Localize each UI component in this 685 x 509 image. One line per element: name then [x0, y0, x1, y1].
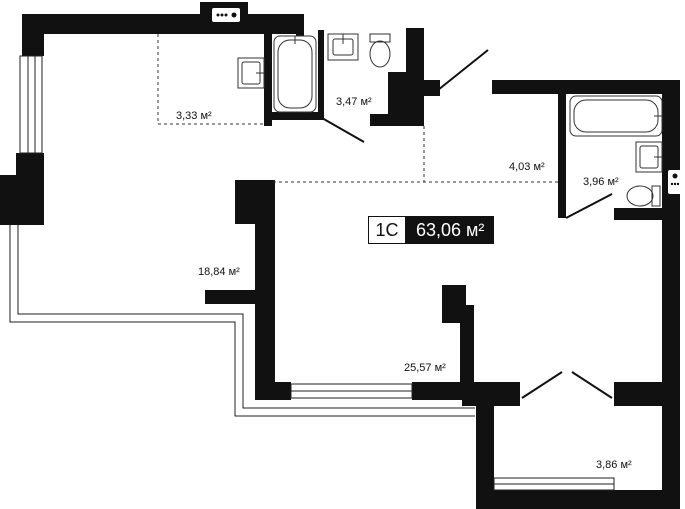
electrical-panel-icon: [212, 8, 240, 22]
total-area: 63,06 м²: [406, 216, 495, 244]
apartment-badge: 1C 63,06 м²: [368, 216, 495, 244]
room-area-hall: 4,03 м²: [509, 161, 545, 173]
sink-icon: [237, 57, 265, 89]
sink-icon: [327, 33, 359, 61]
room-area-bathroom-1: 3,47 м²: [336, 96, 372, 108]
room-area-bathroom-2: 3,96 м²: [583, 176, 619, 188]
toilet-icon: [626, 185, 661, 207]
terrace-outline: [9, 225, 475, 417]
apartment-type: 1C: [368, 216, 406, 244]
room-area-bedroom: 25,57 м²: [404, 362, 446, 374]
windows: [19, 55, 615, 491]
room-area-storage: 3,33 м²: [176, 110, 212, 122]
room-area-balcony: 3,86 м²: [596, 459, 632, 471]
room-area-kitchen-living: 18,84 м²: [198, 266, 240, 278]
toilet-icon: [369, 33, 391, 68]
intercom-icon: [668, 170, 682, 194]
doors: [321, 49, 613, 399]
zone-dividers: [157, 34, 558, 183]
sink-icon: [635, 141, 663, 173]
bathtub-icon: [273, 35, 317, 113]
bathtub-icon: [569, 95, 663, 137]
